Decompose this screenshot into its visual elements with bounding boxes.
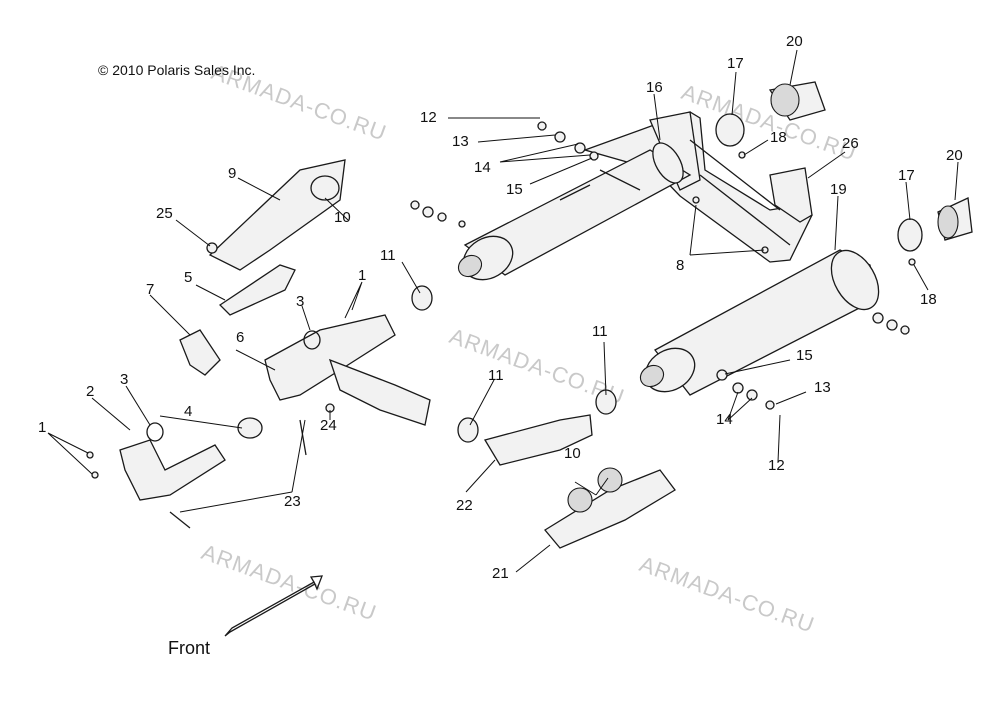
callout-3: 3 (120, 371, 128, 388)
header-pipes (119, 314, 593, 501)
callout-13: 13 (814, 379, 831, 396)
callout-11: 11 (488, 367, 504, 384)
callout-10: 10 (564, 445, 581, 462)
callout-4: 4 (184, 403, 192, 420)
callout-10: 10 (334, 209, 351, 226)
callout-numbers: 1 1 2 3 3 4 5 6 7 8 9 10 10 11 11 11 12 … (38, 33, 963, 582)
callout-13: 13 (452, 133, 469, 150)
leader-lines (47, 49, 959, 573)
callout-6: 6 (236, 329, 244, 346)
callout-17: 17 (727, 55, 744, 72)
callout-9: 9 (228, 165, 236, 182)
callout-22: 22 (456, 497, 473, 514)
callout-3: 3 (296, 293, 304, 310)
callout-7: 7 (146, 281, 154, 298)
front-arrow (224, 575, 323, 637)
callout-11: 11 (380, 247, 396, 264)
callout-25: 25 (156, 205, 173, 222)
clamps-gaskets (146, 285, 617, 443)
callout-15: 15 (796, 347, 813, 364)
callout-5: 5 (184, 269, 192, 286)
callout-2: 2 (86, 383, 94, 400)
watermark: ARMADA-CO.RU (636, 551, 818, 638)
callout-19: 19 (830, 181, 847, 198)
callout-8: 8 (676, 257, 684, 274)
callout-14: 14 (716, 411, 733, 428)
callout-1: 1 (38, 419, 46, 436)
watermark: ARMADA-CO.RU (198, 539, 380, 626)
heat-shields (208, 159, 676, 549)
callout-12: 12 (768, 457, 785, 474)
callout-23: 23 (284, 493, 301, 510)
callout-11: 11 (592, 323, 608, 340)
callout-16: 16 (646, 79, 663, 96)
callout-14: 14 (474, 159, 491, 176)
exhaust-tips (715, 81, 973, 252)
callout-26: 26 (842, 135, 859, 152)
copyright-notice: © 2010 Polaris Sales Inc. (98, 62, 255, 78)
hardware (86, 121, 916, 529)
callout-24: 24 (320, 417, 337, 434)
callout-21: 21 (492, 565, 509, 582)
callout-18: 18 (920, 291, 937, 308)
upper-muffler (457, 142, 692, 281)
copyright-symbol: © (98, 62, 109, 78)
callout-17: 17 (898, 167, 915, 184)
front-label: Front (168, 638, 211, 658)
callout-18: 18 (770, 129, 787, 146)
callout-1: 1 (358, 267, 366, 284)
callout-12: 12 (420, 109, 437, 126)
callout-20: 20 (946, 147, 963, 164)
lower-muffler (639, 249, 880, 396)
rear-bracket (582, 111, 813, 263)
callout-20: 20 (786, 33, 803, 50)
copyright-text: 2010 Polaris Sales Inc. (112, 62, 256, 78)
callout-15: 15 (506, 181, 523, 198)
